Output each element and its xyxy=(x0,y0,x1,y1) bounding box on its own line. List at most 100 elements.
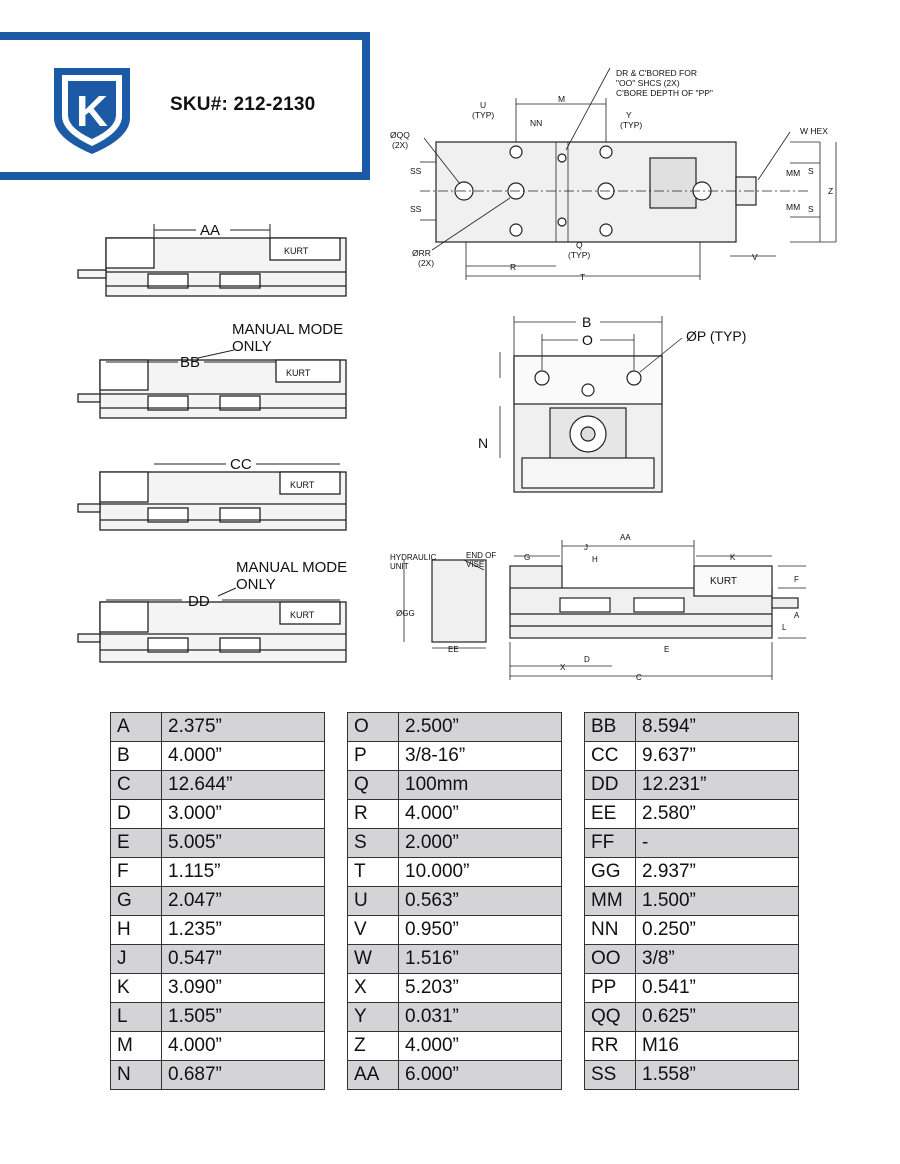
dimension-value: 3.090” xyxy=(161,973,325,1003)
dim-n-label: N xyxy=(478,435,488,451)
dimension-value: 9.637” xyxy=(635,741,799,771)
dimension-value: 0.687” xyxy=(161,1060,325,1090)
dim-r-label: R xyxy=(510,262,516,272)
dimension-value: 8.594” xyxy=(635,712,799,742)
dimension-value: 12.644” xyxy=(161,770,325,800)
brand-label: KURT xyxy=(290,480,315,490)
dim-ss-label: SS xyxy=(410,204,422,214)
dimension-value: 0.563” xyxy=(398,886,562,916)
dimension-key: BB xyxy=(584,712,636,742)
dim-u-label: (TYP) xyxy=(472,110,494,120)
dim-gg-label: ØGG xyxy=(396,609,415,618)
dimension-value: M16 xyxy=(635,1031,799,1061)
dimension-key: MM xyxy=(584,886,636,916)
dimension-value: - xyxy=(635,828,799,858)
dimension-value: 10.000” xyxy=(398,857,562,887)
dimension-value: 5.203” xyxy=(398,973,562,1003)
dimension-value: 4.000” xyxy=(398,799,562,829)
dimension-value: 100mm xyxy=(398,770,562,800)
table-row: FF- xyxy=(584,828,799,858)
dim-e-label: E xyxy=(664,645,669,654)
dim-q-label: Q xyxy=(576,240,583,250)
dimension-value: 1.505” xyxy=(161,1002,325,1032)
dimension-key: W xyxy=(347,944,399,974)
dim-dd-label: DD xyxy=(188,593,210,610)
dim-rr-label: ØRR xyxy=(412,248,431,258)
dimension-value: 0.250” xyxy=(635,915,799,945)
dimension-key: OO xyxy=(584,944,636,974)
dimension-key: QQ xyxy=(584,1002,636,1032)
dimension-value: 4.000” xyxy=(161,1031,325,1061)
dimension-value: 5.005” xyxy=(161,828,325,858)
dim-b-label: B xyxy=(582,314,591,330)
dim-s-label: S xyxy=(808,166,814,176)
dimension-key: D xyxy=(110,799,162,829)
dim-aa-label: AA xyxy=(200,222,220,239)
dimension-value: 2.047” xyxy=(161,886,325,916)
brand-label: KURT xyxy=(290,610,315,620)
dimension-key: E xyxy=(110,828,162,858)
dimension-value: 2.500” xyxy=(398,712,562,742)
dimension-key: F xyxy=(110,857,162,887)
dim-z-label: Z xyxy=(828,186,833,196)
dimension-value: 2.580” xyxy=(635,799,799,829)
dim-l-label: L xyxy=(782,623,787,632)
dimension-key: P xyxy=(347,741,399,771)
w-hex-label: W HEX xyxy=(800,126,828,136)
dimension-key: H xyxy=(110,915,162,945)
end-of-vise-label: END OF xyxy=(466,551,496,560)
dim-nn-label: NN xyxy=(530,118,542,128)
side-views-drawing: KURT KURT KURT KURT AA MANUAL MODE ONLY … xyxy=(77,222,347,663)
dimension-key: Z xyxy=(347,1031,399,1061)
manual-mode-note: ONLY xyxy=(232,338,272,355)
dim-x-label: X xyxy=(560,663,566,672)
manual-mode-note: MANUAL MODE xyxy=(232,321,343,338)
dim-ee-label: EE xyxy=(448,645,459,654)
dimension-key: SS xyxy=(584,1060,636,1090)
front-view-drawing: B O ØP (TYP) N xyxy=(478,314,746,493)
dim-aa-label: AA xyxy=(620,533,631,542)
dimension-value: 4.000” xyxy=(398,1031,562,1061)
dimension-key: GG xyxy=(584,857,636,887)
dimension-value: 3.000” xyxy=(161,799,325,829)
dimension-key: PP xyxy=(584,973,636,1003)
dimension-value: 0.547” xyxy=(161,944,325,974)
side-section-drawing: HYDRAULIC UNIT END OF VISE G J H AA K F … xyxy=(390,533,806,682)
dimension-key: J xyxy=(110,944,162,974)
dimension-key: RR xyxy=(584,1031,636,1061)
dimension-value: 2.000” xyxy=(398,828,562,858)
dim-a-label: A xyxy=(794,611,800,620)
dim-v-label: V xyxy=(752,252,758,262)
dimension-value: 3/8” xyxy=(635,944,799,974)
dimension-key: S xyxy=(347,828,399,858)
dimension-key: Q xyxy=(347,770,399,800)
dim-d-label: D xyxy=(584,655,590,664)
dim-g-label: G xyxy=(524,553,530,562)
dimension-value: 1.516” xyxy=(398,944,562,974)
dim-qq-label: ØQQ xyxy=(390,130,410,140)
sku-label: SKU#: 212-2130 xyxy=(170,94,316,115)
callout-note: "OO" SHCS (2X) xyxy=(616,78,680,88)
dim-rr-label: (2X) xyxy=(418,258,434,268)
dim-k-label: K xyxy=(730,553,736,562)
